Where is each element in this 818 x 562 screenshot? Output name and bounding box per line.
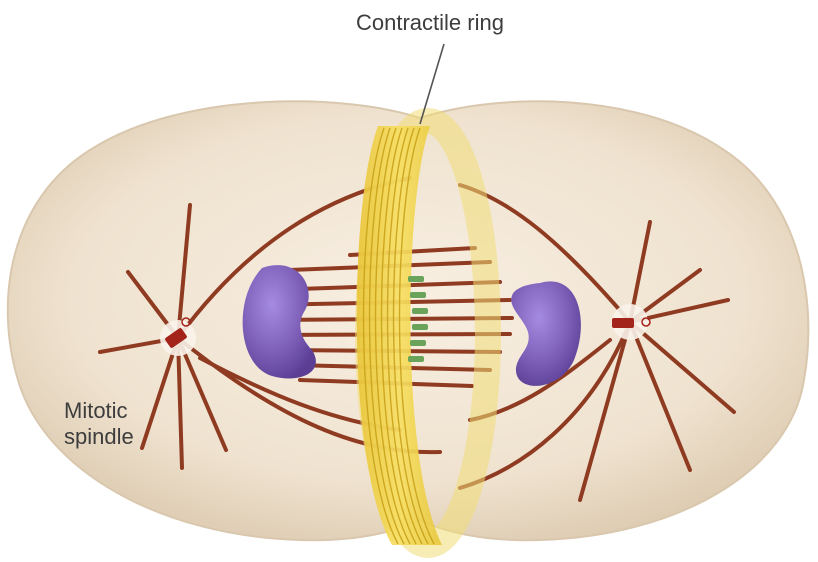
mitotic-spindle-label-line1: Mitotic (64, 398, 134, 424)
contractile-ring-label: Contractile ring (356, 10, 504, 36)
mitotic-spindle-label-line2: spindle (64, 424, 134, 450)
mitotic-spindle-label: Mitotic spindle (64, 398, 134, 450)
